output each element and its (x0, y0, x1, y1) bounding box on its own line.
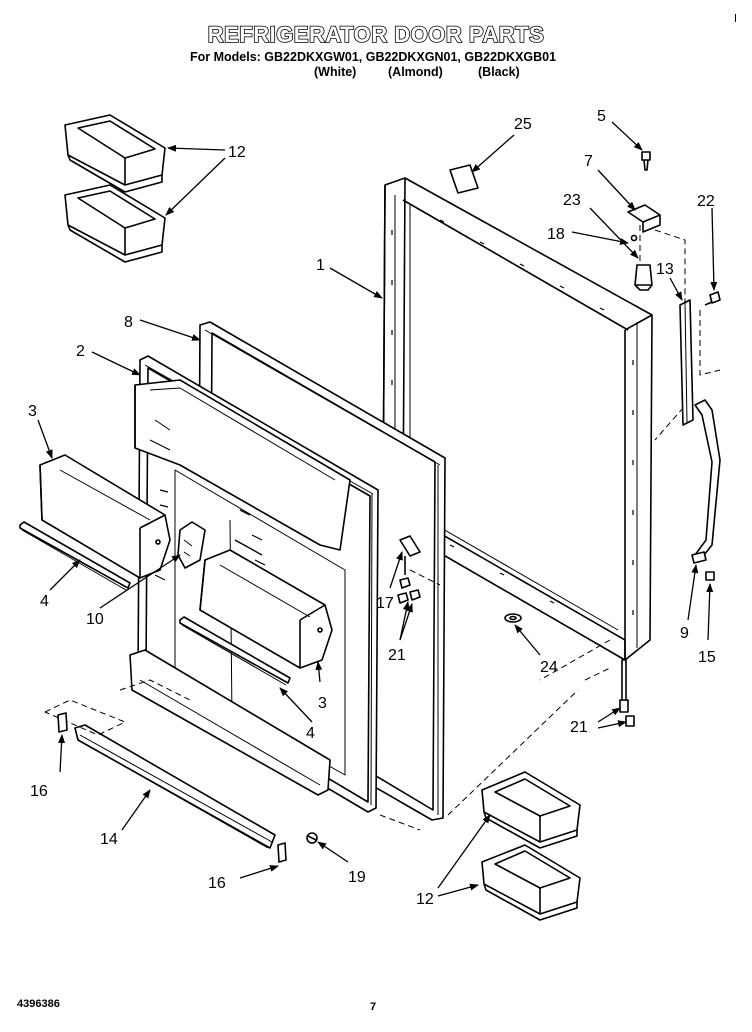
leader-lines (37, 121, 718, 897)
color-white-label: (White) (314, 65, 357, 79)
callout-24: 24 (540, 659, 558, 676)
door-bin-bottom-2 (481, 844, 581, 921)
callout-12-top: 12 (228, 144, 246, 161)
color-almond-label: (Almond) (388, 65, 443, 79)
callout-12-bottom: 12 (416, 891, 434, 908)
callout-1: 1 (316, 257, 325, 274)
label-tag-part (449, 164, 479, 194)
screw-19-part (306, 832, 318, 844)
callout-25: 25 (514, 116, 532, 133)
callout-5: 5 (597, 108, 606, 125)
callout-9: 9 (680, 625, 689, 642)
door-bin-bottom-1 (481, 771, 581, 849)
callout-21-center: 21 (388, 647, 406, 664)
callout-21-right: 21 (570, 719, 588, 736)
callout-4-right: 4 (306, 725, 315, 742)
callout-18: 18 (547, 226, 565, 243)
document-number: 4396386 (17, 998, 60, 1010)
callout-14: 14 (100, 831, 118, 848)
washer-part (504, 613, 522, 623)
diagram-title: REFRIGERATOR DOOR PARTS (207, 21, 545, 48)
end-cap-parts (57, 712, 287, 863)
door-bin-top-2 (64, 184, 166, 263)
callout-16-bottom: 16 (208, 875, 226, 892)
callout-15: 15 (698, 649, 716, 666)
models-line: For Models: GB22DKXGW01, GB22DKXGN01, GB… (190, 50, 557, 64)
callout-16-left: 16 (30, 783, 48, 800)
shelf-trim-right (179, 616, 291, 686)
callout-labels: 12 25 5 7 23 18 13 22 1 8 2 3 4 10 3 4 1… (28, 108, 716, 908)
callout-8: 8 (124, 314, 133, 331)
bottom-trim-strip (74, 724, 276, 849)
callout-22: 22 (697, 193, 715, 210)
door-shelf-left (39, 454, 171, 579)
door-bin-top-1 (64, 114, 166, 193)
callout-7: 7 (584, 153, 593, 170)
callout-19: 19 (348, 869, 366, 886)
callout-13: 13 (656, 261, 674, 278)
callout-2: 2 (76, 343, 85, 360)
corner-tick-mark (735, 14, 736, 22)
callout-4-left: 4 (40, 593, 49, 610)
callout-23: 23 (563, 192, 581, 209)
color-black-label: (Black) (478, 65, 520, 79)
page-number: 7 (370, 1001, 377, 1013)
callout-3-right: 3 (318, 695, 327, 712)
callout-17: 17 (376, 595, 394, 612)
door-shelf-right (199, 549, 333, 669)
center-bracket-and-screws (397, 535, 421, 604)
hinge-hardware (619, 151, 721, 727)
callout-10: 10 (86, 611, 104, 628)
callout-3-left: 3 (28, 403, 37, 420)
